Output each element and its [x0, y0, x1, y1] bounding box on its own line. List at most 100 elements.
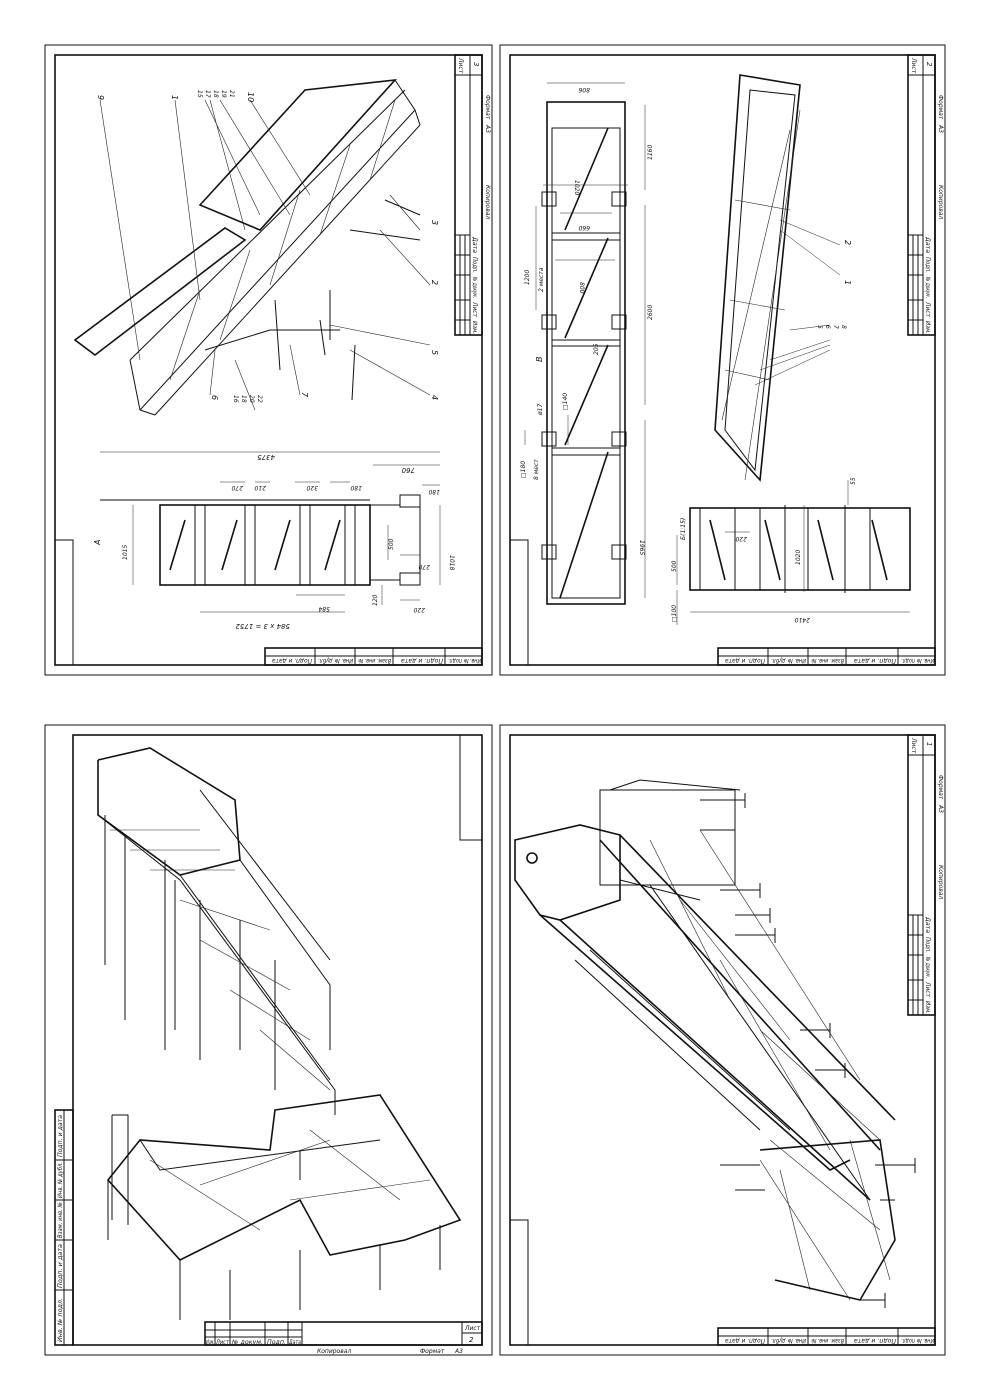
- doc-label: № докум.: [231, 1339, 263, 1346]
- bottom-stamp: Подп. и дата Инв. № дубл. Взам. инв. № П…: [264, 647, 483, 666]
- dimension-label: 1020: [795, 550, 802, 565]
- sheet-bottom-left: Подп. и дата Инв. № дубл. Взам. инв. № П…: [44, 724, 493, 1356]
- stamp-cell: Взам. инв. №: [811, 657, 844, 664]
- isometric-view-stairs: [97, 747, 462, 1320]
- stamp-cell: Подп. и дата: [725, 657, 765, 664]
- dimension-label: 270: [231, 484, 243, 491]
- dimension-label: □180: [520, 461, 527, 478]
- izm-label: Изм.: [924, 1001, 931, 1014]
- dimension-label: 760: [401, 466, 415, 474]
- dimension-label: 1160: [647, 145, 654, 160]
- callout-label: 6: [824, 325, 831, 329]
- format-label: Формат: [484, 95, 491, 120]
- corner-box: [459, 734, 483, 841]
- dimension-label: 1020: [573, 180, 580, 195]
- callout-label: 18: [212, 90, 219, 98]
- sheet-label: Лист: [457, 57, 464, 74]
- dimension-label: 8 мест: [533, 459, 540, 480]
- view-b-plan: 806 1160 1020 660 1200 2 места 800 2600 …: [520, 82, 654, 605]
- callout-label: 20: [248, 395, 255, 403]
- view-b-detail: Б(1:15) 500 □100 220 1020 2410 55: [671, 477, 911, 625]
- dimension-label: 55: [850, 477, 857, 485]
- callout-label: 22: [256, 395, 263, 403]
- bottom-stamp: Подп. и дата Инв. № дубл. Взам. инв. № П…: [717, 1327, 936, 1346]
- dimension-label: 205: [593, 343, 600, 355]
- isometric-view-conveyor: 9 1 15 17 18 19 21 10 3 2 5 4 7 6 16 18 …: [73, 78, 439, 416]
- callout-label: 19: [220, 90, 227, 98]
- stamp-cell: Инв. № дубл.: [771, 1337, 806, 1344]
- stamp-cell: Подп. и дата: [57, 1244, 64, 1288]
- copied-label: Копировал: [937, 185, 944, 219]
- format-label: Формат: [937, 95, 944, 120]
- izm-label: Изм.: [924, 321, 931, 334]
- stamp-cell: Подп. и дата: [854, 657, 896, 664]
- dimension-label: 806: [578, 86, 590, 93]
- dimension-label: 500: [388, 538, 395, 550]
- callout-label: 10: [246, 92, 255, 102]
- dimension-label: 270: [418, 563, 430, 570]
- sheet-number: 3: [472, 62, 480, 66]
- left-stamp-box: [54, 539, 74, 666]
- stamp-cell: Взам. инв. №: [358, 657, 391, 664]
- isometric-view-frame: 2 1 5 6 7 8: [714, 74, 852, 482]
- stamp-cell: Подп. и дата: [272, 657, 312, 664]
- list-label: Лист: [471, 301, 478, 317]
- callout-label: 5: [430, 350, 439, 355]
- dimension-label: 180: [350, 484, 362, 491]
- callout-label: 3: [430, 220, 439, 225]
- sheet-top-left: Лист 3 Формат А3 Копировал Дата Подп. № …: [44, 44, 493, 676]
- motor-icon: [526, 852, 538, 864]
- dimension-label: 320: [306, 484, 318, 491]
- drawing-frame: [509, 54, 936, 666]
- format-value: А3: [937, 124, 944, 133]
- sheet-border: [499, 724, 946, 1356]
- callout-label: 1: [843, 280, 852, 285]
- format-value: А3: [484, 124, 491, 133]
- stamp-cell: Взам. инв. №: [57, 1202, 64, 1238]
- left-stamp-box: [509, 539, 529, 666]
- sheet-top-right: Лист 2 Формат А3 Копировал Дата Подп. № …: [499, 44, 946, 676]
- bottom-stamp: Подп. и дата Инв. № дубл. Взам. инв. № П…: [717, 647, 936, 666]
- dimension-label: 1018: [448, 555, 455, 570]
- callout-label: 4: [430, 395, 439, 400]
- list-label: Лист: [924, 981, 931, 997]
- sign-label: Подп.: [924, 937, 931, 953]
- stamp-cell: Инв. № подл.: [901, 1337, 934, 1344]
- stamp-cell: Инв. № подл.: [57, 1298, 64, 1342]
- title-block: Лист 3 Формат А3 Копировал Дата Подп. № …: [454, 54, 491, 336]
- callout-label: 17: [204, 90, 211, 98]
- stamp-cell: Подп. и дата: [854, 1337, 896, 1344]
- callout-label: 2: [843, 240, 852, 245]
- stamp-cell: Инв. № дубл.: [57, 1162, 64, 1198]
- stamp-cell: Подп. и дата: [57, 1115, 64, 1157]
- dimension-label: 1200: [524, 270, 531, 285]
- drawing-frame: [72, 734, 483, 1346]
- sheet-border: [44, 44, 493, 676]
- dimension-label: 2600: [647, 305, 654, 320]
- callout-label: 21: [228, 90, 235, 98]
- sheet-border: [44, 724, 493, 1356]
- sheet-border: [499, 44, 946, 676]
- view-label: В: [535, 357, 544, 363]
- callout-label: 6: [210, 395, 219, 400]
- view-label: A: [93, 540, 102, 546]
- dimension-label: 2 места: [538, 267, 545, 292]
- callout-label: 16: [232, 395, 239, 403]
- stamp-cell: Инв. № дубл.: [318, 657, 353, 664]
- dimension-label: 584: [318, 605, 330, 612]
- sheet-number: 1: [925, 742, 933, 746]
- date-label: Дата: [924, 236, 931, 253]
- doc-label: № докум.: [471, 276, 478, 298]
- date-label: Дата: [288, 1339, 301, 1346]
- dimension-label: 584 x 3 = 1752: [235, 622, 290, 630]
- dimension-label: 220: [735, 535, 747, 542]
- left-stamp-box: [509, 1219, 529, 1346]
- stamp-cell: Инв. № дубл.: [771, 657, 806, 664]
- sheet-label: Лист: [910, 57, 917, 74]
- izm-label: Изм.: [206, 1339, 215, 1346]
- sheet-bottom-right: Лист 1 Формат А3 Копировал Дата Подп. № …: [499, 724, 946, 1356]
- dimension-label: 800: [578, 282, 585, 294]
- title-block: Лист 2 Формат А3 Копировал Дата Подп. № …: [907, 54, 944, 336]
- copied-label: Копировал: [317, 1348, 351, 1355]
